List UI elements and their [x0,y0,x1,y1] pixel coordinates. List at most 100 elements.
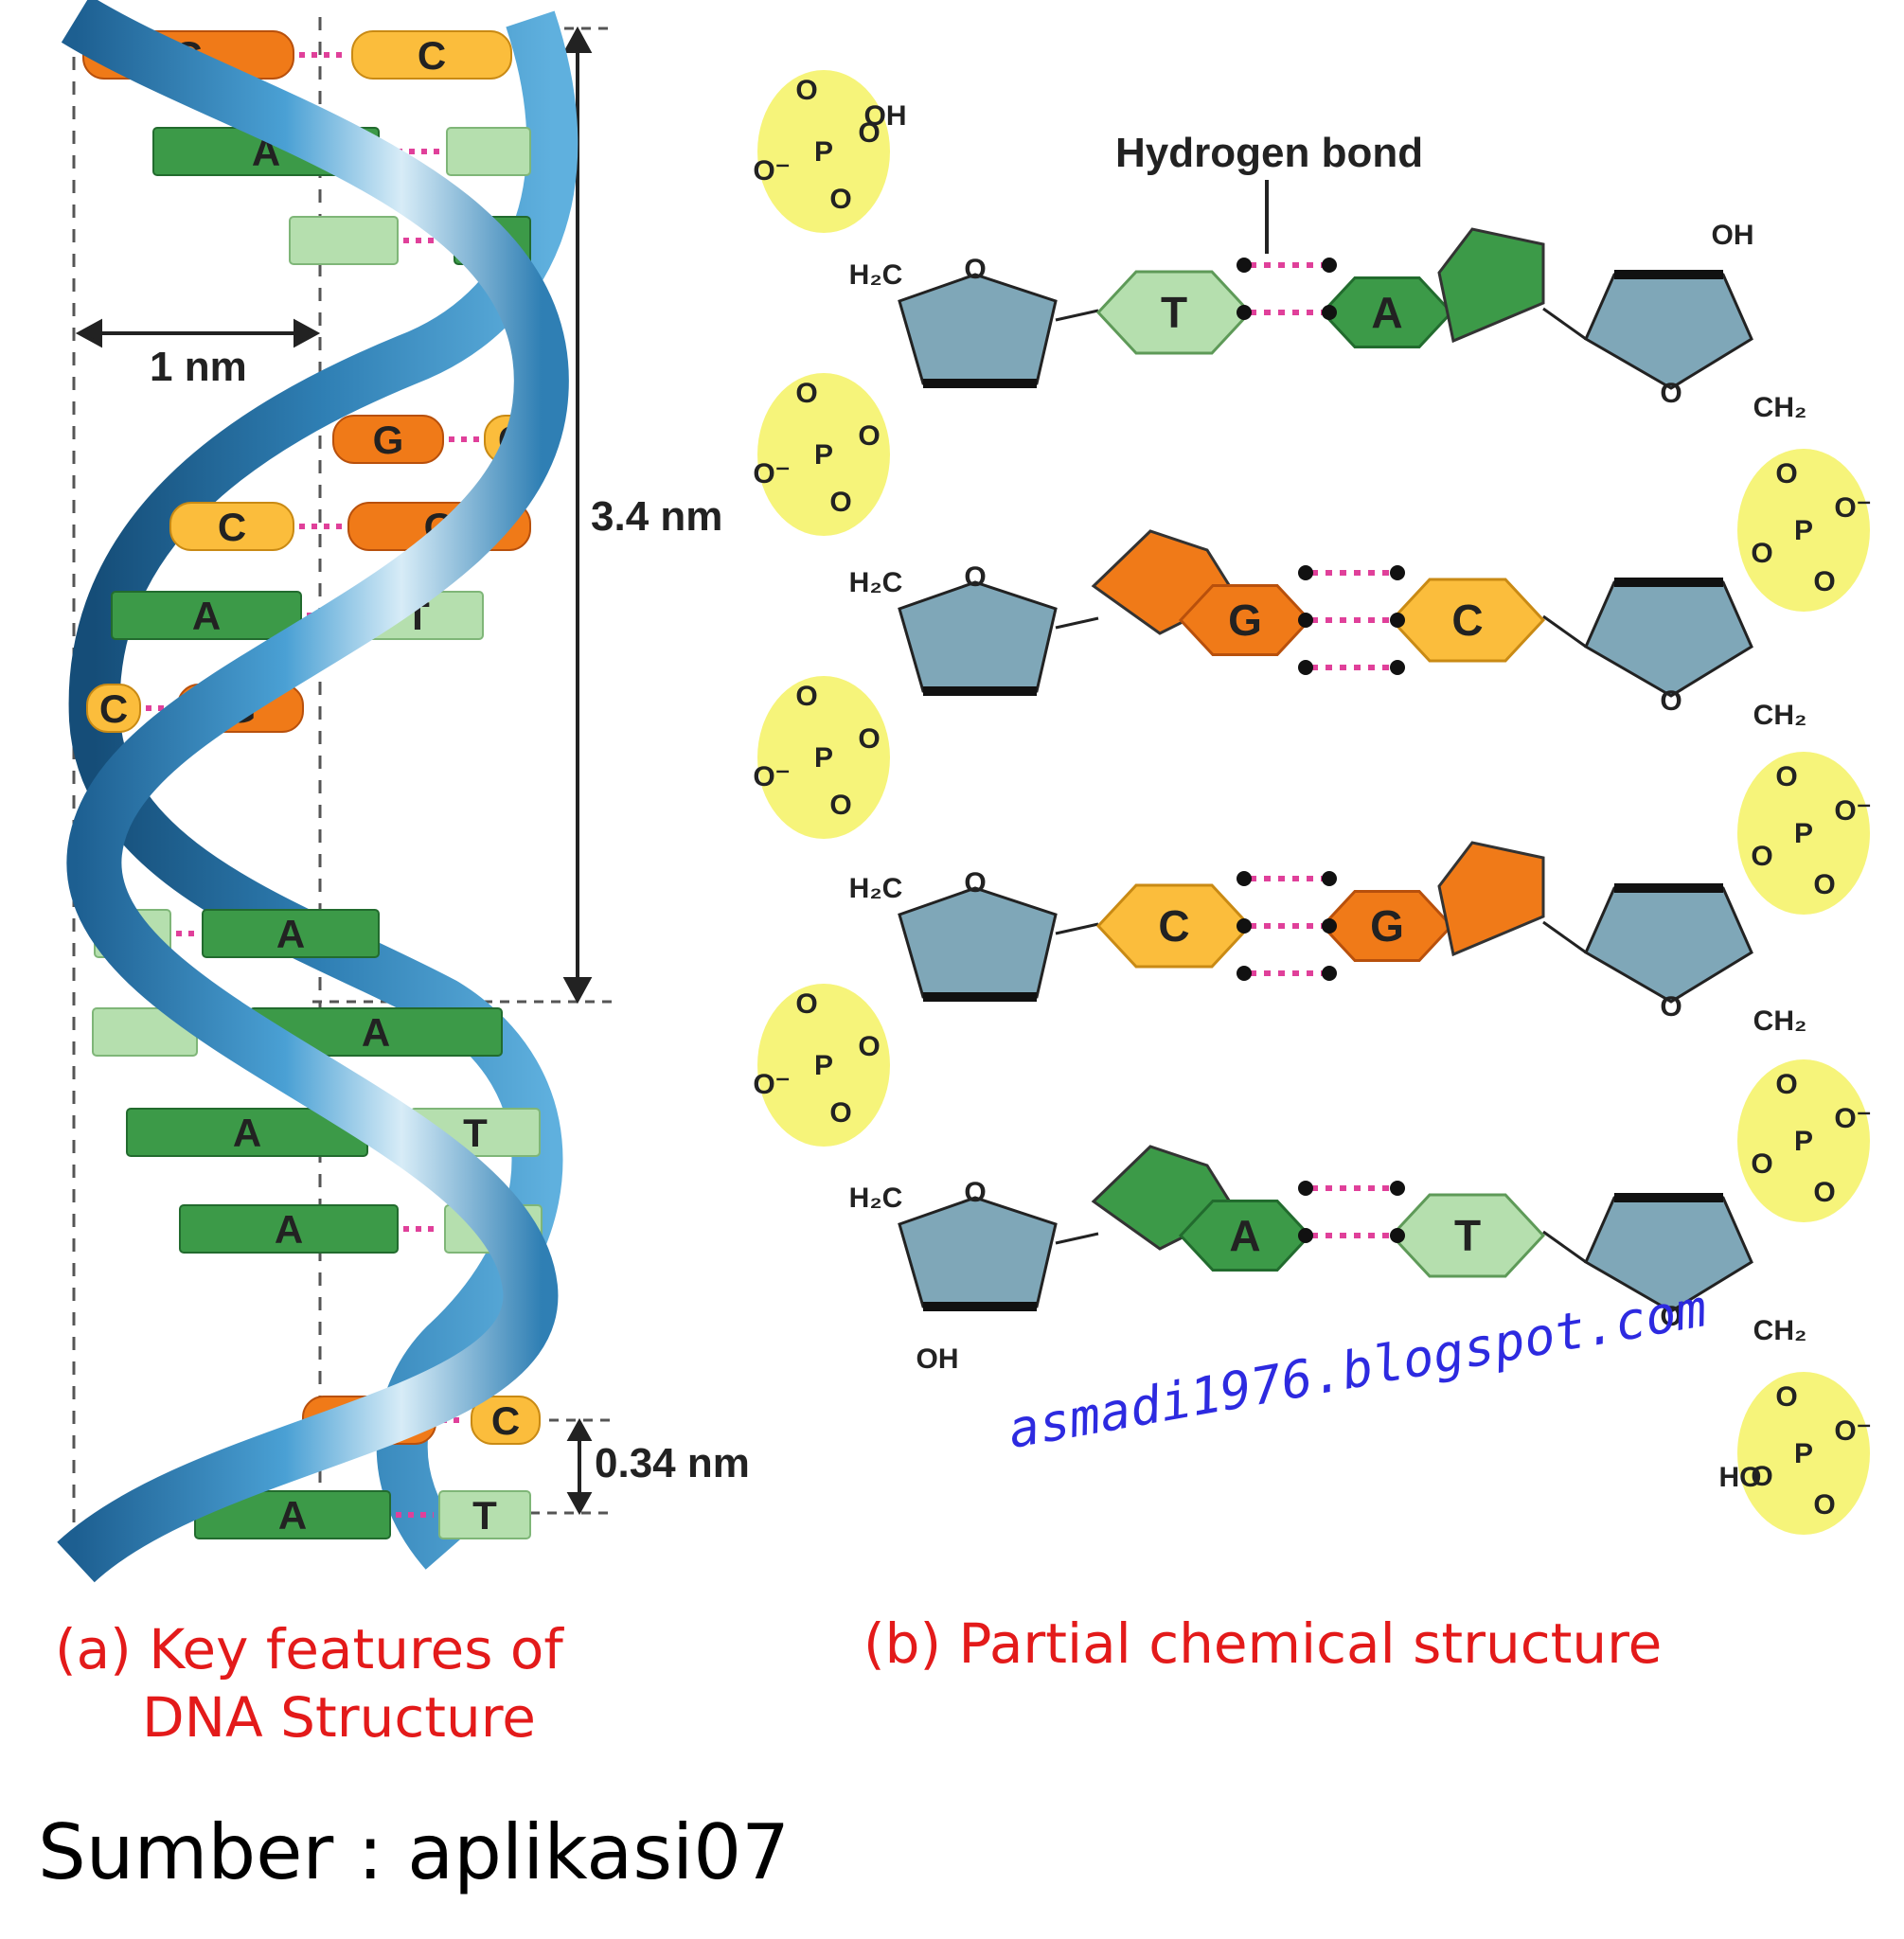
methylene-left: H₂C [849,1183,903,1214]
oxygen-ion: O⁻ [753,1069,790,1100]
oxygen-ion: O⁻ [1834,1103,1871,1134]
phosphorus-atom: P [1794,515,1813,546]
deoxyribose-sugar-right [1586,888,1752,1002]
oxygen-atom: O [795,75,817,106]
nucleotide-pair-row: OH₂COCH₂GC [849,531,1807,731]
sugar-ring-oxygen-left: O [964,867,986,898]
nucleotide-pair-row: OH₂COCH₂TA [849,229,1807,423]
glycosidic-bond-left [1056,618,1098,628]
base-letter-left: G [1228,596,1262,645]
acceptor-atom-dot [1322,871,1337,886]
glycosidic-bond-right [1543,616,1586,647]
phosphate-group-left: POO⁻OO [753,984,890,1147]
oxygen-atom: O [829,184,851,215]
hydroxyl-group-bottom-right: HO [1719,1462,1762,1493]
oxygen-atom: O [829,790,851,821]
acceptor-atom-dot [1322,966,1337,981]
oxygen-atom: O [795,378,817,409]
base-letter-left: A [278,1493,307,1538]
base-block-left [290,217,398,264]
source-credit: Sumber : aplikasi07 [38,1808,790,1896]
acceptor-atom-dot [1390,565,1405,580]
deoxyribose-sugar-right [1586,275,1752,388]
phosphate-group-left: POO⁻OO [753,676,890,839]
phosphate-group-right: POO⁻OO [1737,1372,1872,1535]
oxygen-atom: O [1775,1069,1797,1100]
oxygen-ion: O⁻ [1834,492,1871,524]
step-arrow [570,1422,589,1511]
donor-atom-dot [1298,613,1313,628]
deoxyribose-sugar-left [899,888,1056,997]
donor-atom-dot [1237,258,1252,273]
phosphate-group-right: POO⁻OO [1737,1059,1872,1222]
sugar-ring-oxygen-right: O [1660,685,1682,717]
phosphorus-atom: P [1794,1438,1813,1469]
base-letter-left: A [192,594,221,638]
base-letter-right: A [362,1010,390,1055]
caption-b: (b) Partial chemical structure [863,1610,1662,1678]
base-letter-right: C [491,1398,520,1443]
sugar-ring-oxygen-left: O [964,1177,986,1208]
phosphate-group-right: POO⁻OO [1737,449,1872,612]
base-letter-left: G [373,418,404,462]
donor-atom-dot [1237,918,1252,934]
deoxyribose-sugar-left [899,275,1056,383]
sugar-ring-oxygen-left: O [964,254,986,285]
acceptor-atom-dot [1322,918,1337,934]
glycosidic-bond-right [1543,309,1586,339]
hydrogen-bond-label: Hydrogen bond [1115,130,1423,176]
oxygen-ion: O⁻ [753,155,790,187]
deoxyribose-sugar-left [899,1198,1056,1307]
turn-label: 3.4 nm [591,493,722,540]
width-label: 1 nm [150,344,247,390]
glycosidic-bond-left [1056,1234,1098,1243]
donor-atom-dot [1298,660,1313,675]
base-letter-left: C [99,686,128,731]
glycosidic-bond-left [1056,311,1098,320]
deoxyribose-sugar-right [1586,582,1752,696]
base-block-right [447,128,530,175]
donor-atom-dot [1237,305,1252,320]
oxygen-ion: O⁻ [753,458,790,489]
acceptor-atom-dot [1390,613,1405,628]
oxygen-atom: O [1751,538,1772,569]
base-letter-left: A [1229,1211,1260,1260]
donor-atom-dot [1237,966,1252,981]
acceptor-atom-dot [1322,258,1337,273]
base-letter-right: C [418,33,446,78]
sugar-ring-oxygen-right: O [1660,991,1682,1023]
oxygen-atom: O [1775,1381,1797,1413]
oxygen-atom: O [1813,566,1835,597]
acceptor-atom-dot [1322,305,1337,320]
phosphorus-atom: P [814,1050,833,1081]
donor-atom-dot [1237,871,1252,886]
glycosidic-bond-right [1543,1232,1586,1262]
deoxyribose-sugar-left [899,582,1056,691]
base-letter-right: A [276,912,305,956]
base-letter-right: T [463,1111,488,1155]
acceptor-atom-dot [1390,1181,1405,1196]
base-letter-right: A [1371,288,1402,337]
phosphorus-atom: P [1794,1126,1813,1157]
oxygen-ion: O⁻ [1834,795,1871,827]
step-label: 0.34 nm [595,1440,750,1486]
oxygen-atom: O [1775,761,1797,792]
hydroxyl-group-bottom-left: OH [916,1343,959,1375]
oxygen-atom: O [1813,1177,1835,1208]
base-letter-right: G [1370,901,1404,951]
donor-atom-dot [1298,1228,1313,1243]
phosphate-group-right: POO⁻OO [1737,752,1872,915]
methylene-right: CH₂ [1753,392,1807,423]
acceptor-atom-dot [1390,660,1405,675]
glycosidic-bond-left [1056,924,1098,934]
caption-b-text: (b) Partial chemical structure [863,1611,1662,1676]
oxygen-ion: O⁻ [1834,1415,1871,1447]
methylene-right: CH₂ [1753,700,1807,731]
sugar-ring-oxygen-left: O [964,561,986,593]
caption-a: (a) Key features of DNA Structure [55,1615,563,1752]
methylene-left: H₂C [849,873,903,904]
sugar-ring-oxygen-right: O [1660,378,1682,409]
caption-a-line2: DNA Structure [55,1683,563,1752]
phosphate-group-left: POO⁻OO [753,70,890,233]
